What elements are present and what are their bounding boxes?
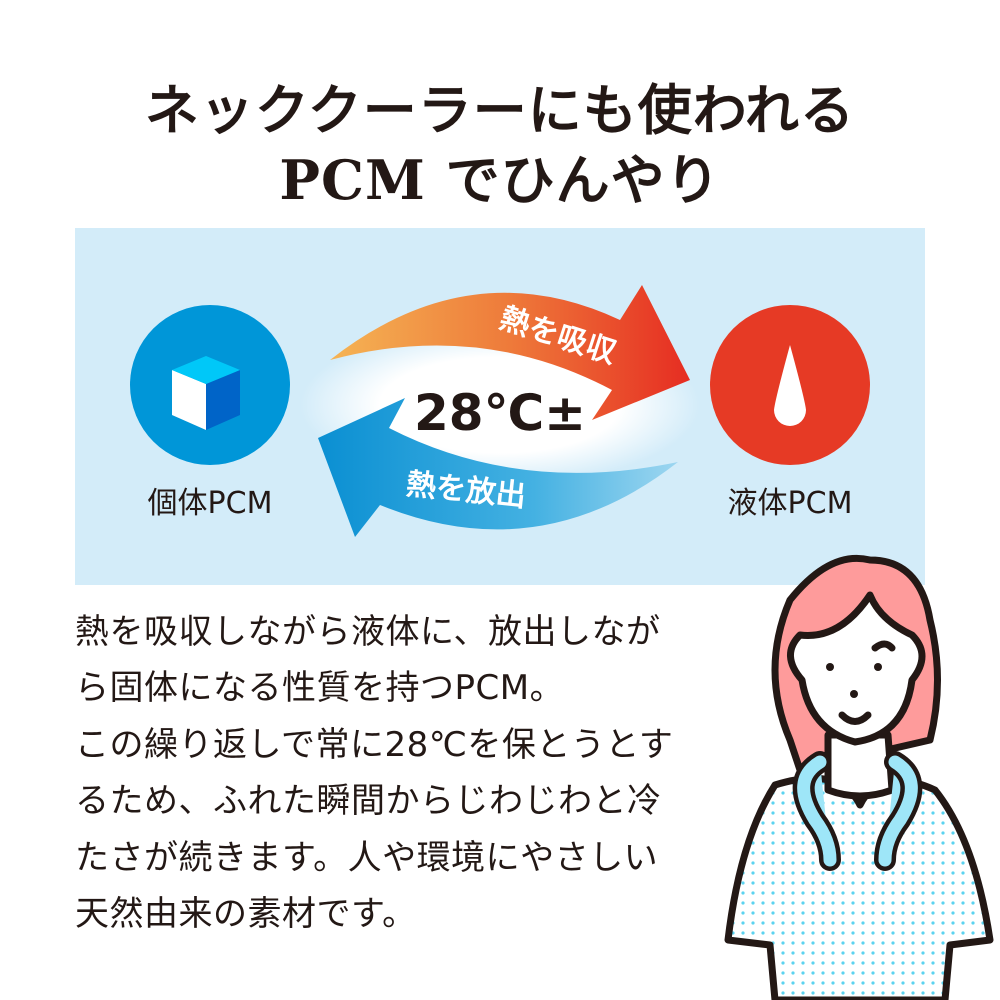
- release-arrow: [318, 398, 678, 537]
- shirt: [724, 774, 994, 1000]
- temperature-label: 28℃±: [414, 384, 586, 442]
- liquid-pcm-label: 液体PCM: [727, 486, 853, 521]
- body-text-line: この繰り返しで常に28℃を保とうとす: [75, 725, 674, 765]
- body-text-line: 熱を吸収しながら液体に、放出しなが: [75, 612, 661, 652]
- solid-pcm-label: 個体PCM: [147, 486, 273, 521]
- body-text-line: たさが続きます。人や環境にやさしい: [75, 838, 659, 878]
- woman-neck-cooler-illustration: [724, 554, 994, 1000]
- right-eye: [874, 663, 882, 671]
- neck: [824, 731, 896, 800]
- droplet-icon: [774, 345, 806, 426]
- nose: [850, 690, 858, 698]
- cube-icon: [172, 356, 240, 430]
- face: [787, 591, 926, 746]
- body-text-line: ら固体になる性質を持つPCM。: [75, 668, 565, 708]
- pcm-cycle-diagram: 28℃± 熱を吸収 熱を放出: [130, 285, 870, 537]
- title-line-2: PCM でひんやり: [279, 148, 721, 212]
- left-eye: [826, 663, 834, 671]
- body-text-line: るため、ふれた瞬間からじわじわと冷: [75, 781, 662, 821]
- title-line-1: ネッククーラーにも使われる: [144, 78, 856, 142]
- body-text-line: 天然由来の素材です。: [75, 894, 417, 934]
- absorb-arrow: [330, 285, 690, 420]
